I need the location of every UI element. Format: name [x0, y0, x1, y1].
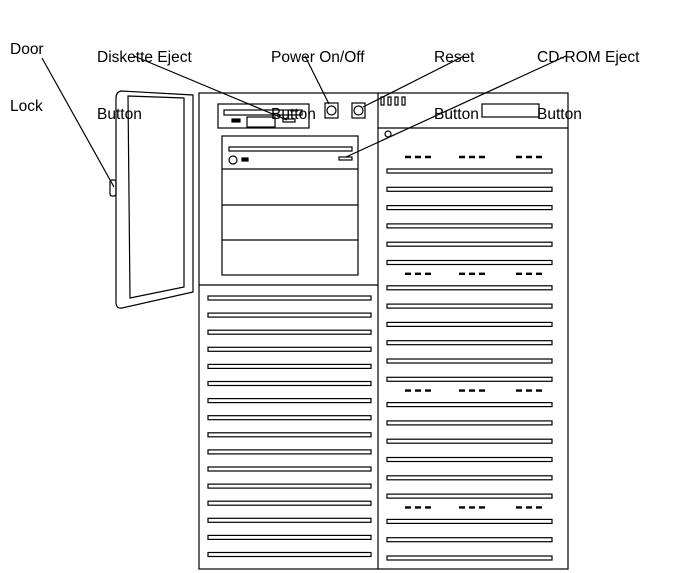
- vent-slot: [207, 551, 372, 558]
- reset-button-label-line1: Reset: [434, 49, 475, 66]
- vent-slot: [386, 285, 553, 291]
- reset-button-label-line2: Button: [434, 106, 479, 123]
- status-led: [394, 96, 399, 106]
- door: [115, 90, 194, 309]
- right-dash-groups: [405, 155, 545, 509]
- power-button[interactable]: [324, 102, 339, 119]
- leader-lines: [41, 55, 567, 188]
- diskette-drive: [217, 103, 310, 129]
- vent-slot: [386, 205, 553, 211]
- door-lock-label-line2: Lock: [10, 98, 43, 115]
- vent-slot: [207, 500, 372, 506]
- vent-slot: [386, 259, 553, 266]
- vent-slot: [207, 517, 372, 523]
- vent-slot: [386, 186, 553, 192]
- reset-button-knob: [353, 105, 364, 116]
- reset-leader: [362, 55, 465, 108]
- vent-slot: [207, 415, 372, 421]
- vent-slot: [207, 432, 372, 438]
- vent-slot: [386, 518, 553, 525]
- vent-slot: [386, 537, 553, 543]
- vent-slot: [386, 420, 553, 426]
- power-button-knob: [326, 105, 337, 116]
- door-lock-label-line1: Door: [10, 41, 44, 58]
- diskette-eject-label: Diskette Eject Button: [97, 10, 192, 143]
- vent-slot: [386, 303, 553, 309]
- vent-slot: [386, 456, 553, 463]
- cdrom-led: [241, 157, 249, 162]
- chassis-outline: [198, 92, 569, 570]
- vent-slot: [207, 380, 372, 387]
- cdrom-eject-label-line2: Button: [537, 106, 582, 123]
- status-leds: [380, 96, 406, 106]
- vent-slot: [207, 534, 372, 541]
- vent-slot: [386, 438, 553, 444]
- left-vent-slots: [207, 295, 372, 558]
- vent-slot: [386, 340, 553, 346]
- status-led: [380, 96, 385, 106]
- vent-slot: [386, 241, 553, 247]
- power-button-label-line1: Power On/Off: [271, 49, 365, 66]
- status-led: [401, 96, 406, 106]
- cdrom-tray: [228, 146, 353, 152]
- vent-slot: [207, 346, 372, 352]
- door-inner: [127, 95, 185, 299]
- door-lock-leader: [41, 57, 115, 188]
- vent-slot: [207, 295, 372, 301]
- vent-slot: [207, 329, 372, 335]
- door-outer: [115, 90, 194, 309]
- diskette-slot: [223, 109, 303, 116]
- indicator-light: [384, 130, 392, 138]
- door-lock[interactable]: [109, 179, 117, 197]
- diskette-eject-leader: [133, 55, 288, 121]
- vent-slot: [207, 312, 372, 318]
- vent-slot: [386, 493, 553, 499]
- vent-slot: [386, 475, 553, 481]
- diskette-door: [246, 116, 276, 128]
- vent-slot: [207, 466, 372, 472]
- vent-slot: [207, 398, 372, 404]
- vent-slot: [386, 402, 553, 408]
- cdrom-eject-button[interactable]: [338, 156, 353, 161]
- diskette-eject-button[interactable]: [282, 118, 296, 123]
- diskette-eject-label-line1: Diskette Eject: [97, 49, 192, 66]
- cdrom-eject-leader: [345, 55, 567, 158]
- reset-button[interactable]: [351, 102, 366, 119]
- vent-slot: [386, 321, 553, 327]
- cdrom-headphone-jack: [228, 155, 238, 165]
- right-vent-slots: [386, 168, 553, 561]
- vent-slot: [386, 168, 553, 174]
- vent-slot: [386, 223, 553, 229]
- display-window: [481, 103, 540, 118]
- vent-slot: [207, 363, 372, 369]
- diskette-led: [231, 118, 241, 123]
- reset-button-label: Reset Button: [434, 10, 479, 143]
- vent-slot: [386, 376, 553, 382]
- vent-slot: [207, 483, 372, 489]
- diskette-eject-label-line2: Button: [97, 106, 142, 123]
- power-leader: [304, 55, 330, 105]
- vent-slot: [386, 555, 553, 561]
- status-led: [387, 96, 392, 106]
- door-lock-label: Door Lock: [10, 2, 44, 135]
- vent-slot: [386, 358, 553, 364]
- vent-slot: [207, 449, 372, 455]
